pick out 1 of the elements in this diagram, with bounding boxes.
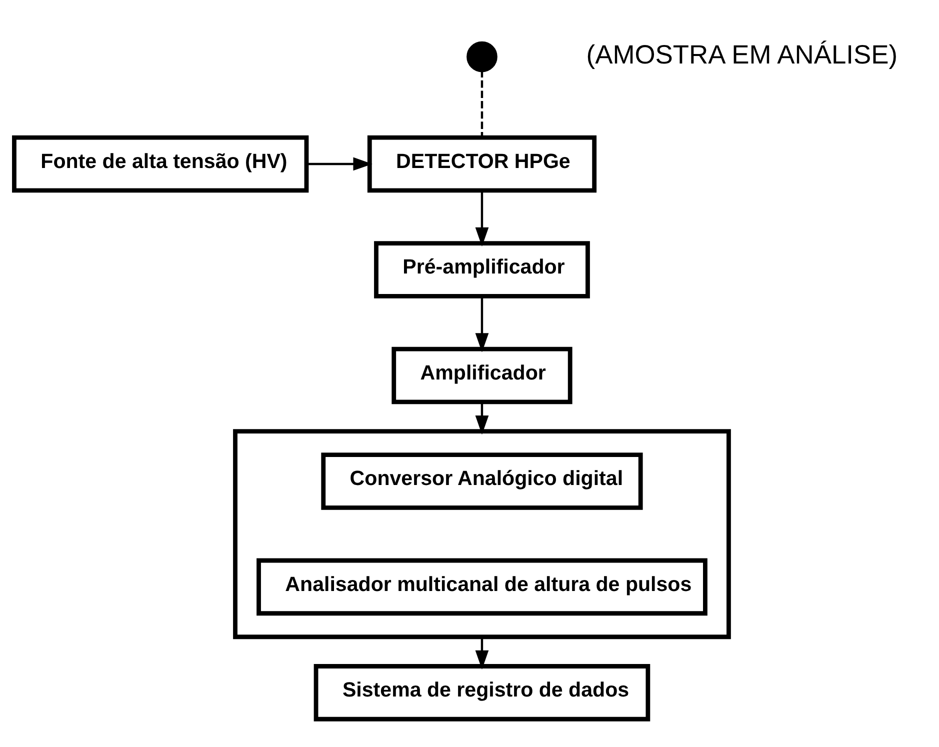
node-label: (AMOSTRA EM ANÁLISE) xyxy=(586,38,898,69)
